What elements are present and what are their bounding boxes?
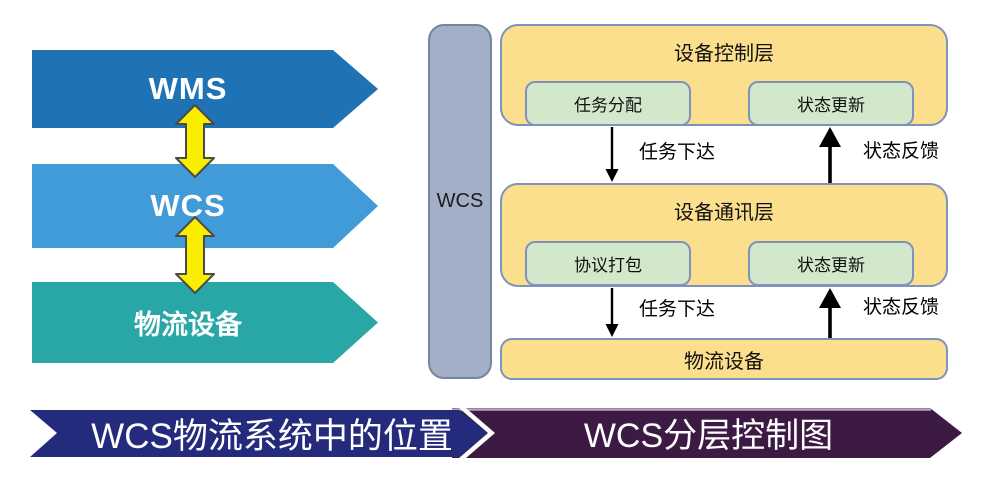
wcs-band: WCS (32, 164, 378, 248)
task-issue-arrowhead-2 (605, 324, 619, 337)
logistics-equipment-band-label: 物流设备 (134, 310, 242, 340)
protocol-packing-chip: 协议打包 (525, 241, 691, 286)
wcs-sidebar (428, 24, 492, 379)
task-issue-label-1: 任务下达 (638, 142, 715, 163)
device-control-layer-title: 设备控制层 (674, 43, 774, 65)
status-update-chip-comm: 状态更新 (748, 241, 914, 286)
task-assignment-chip: 任务分配 (525, 81, 691, 126)
status-feedback-label-2: 状态反馈 (862, 297, 939, 318)
device-communication-layer-title: 设备通讯层 (674, 202, 774, 224)
status-update-chip-label: 状态更新 (797, 256, 865, 275)
status-feedback-label-1: 状态反馈 (862, 141, 939, 162)
logistics-equipment-layer: 物流设备 (500, 338, 948, 380)
banner-left-title: WCS物流系统中的位置 (91, 416, 453, 456)
wcs-band-label: WCS (150, 188, 226, 223)
logistics-equipment-band: 物流设备 (32, 282, 378, 363)
wms-band: WMS (32, 50, 378, 128)
wcs-sidebar-label: WCS (436, 190, 484, 212)
task-assignment-chip-label: 任务分配 (574, 96, 642, 115)
protocol-packing-chip-label: 协议打包 (574, 256, 642, 275)
task-issue-arrowhead-1 (605, 169, 619, 182)
status-update-chip-control: 状态更新 (748, 81, 914, 126)
logistics-equipment-layer-title: 物流设备 (684, 350, 764, 373)
task-issue-label-2: 任务下达 (638, 299, 715, 320)
status-update-chip-label: 状态更新 (797, 96, 865, 115)
wms-band-label: WMS (148, 71, 228, 106)
banner-right-title: WCS分层控制图 (583, 416, 834, 455)
